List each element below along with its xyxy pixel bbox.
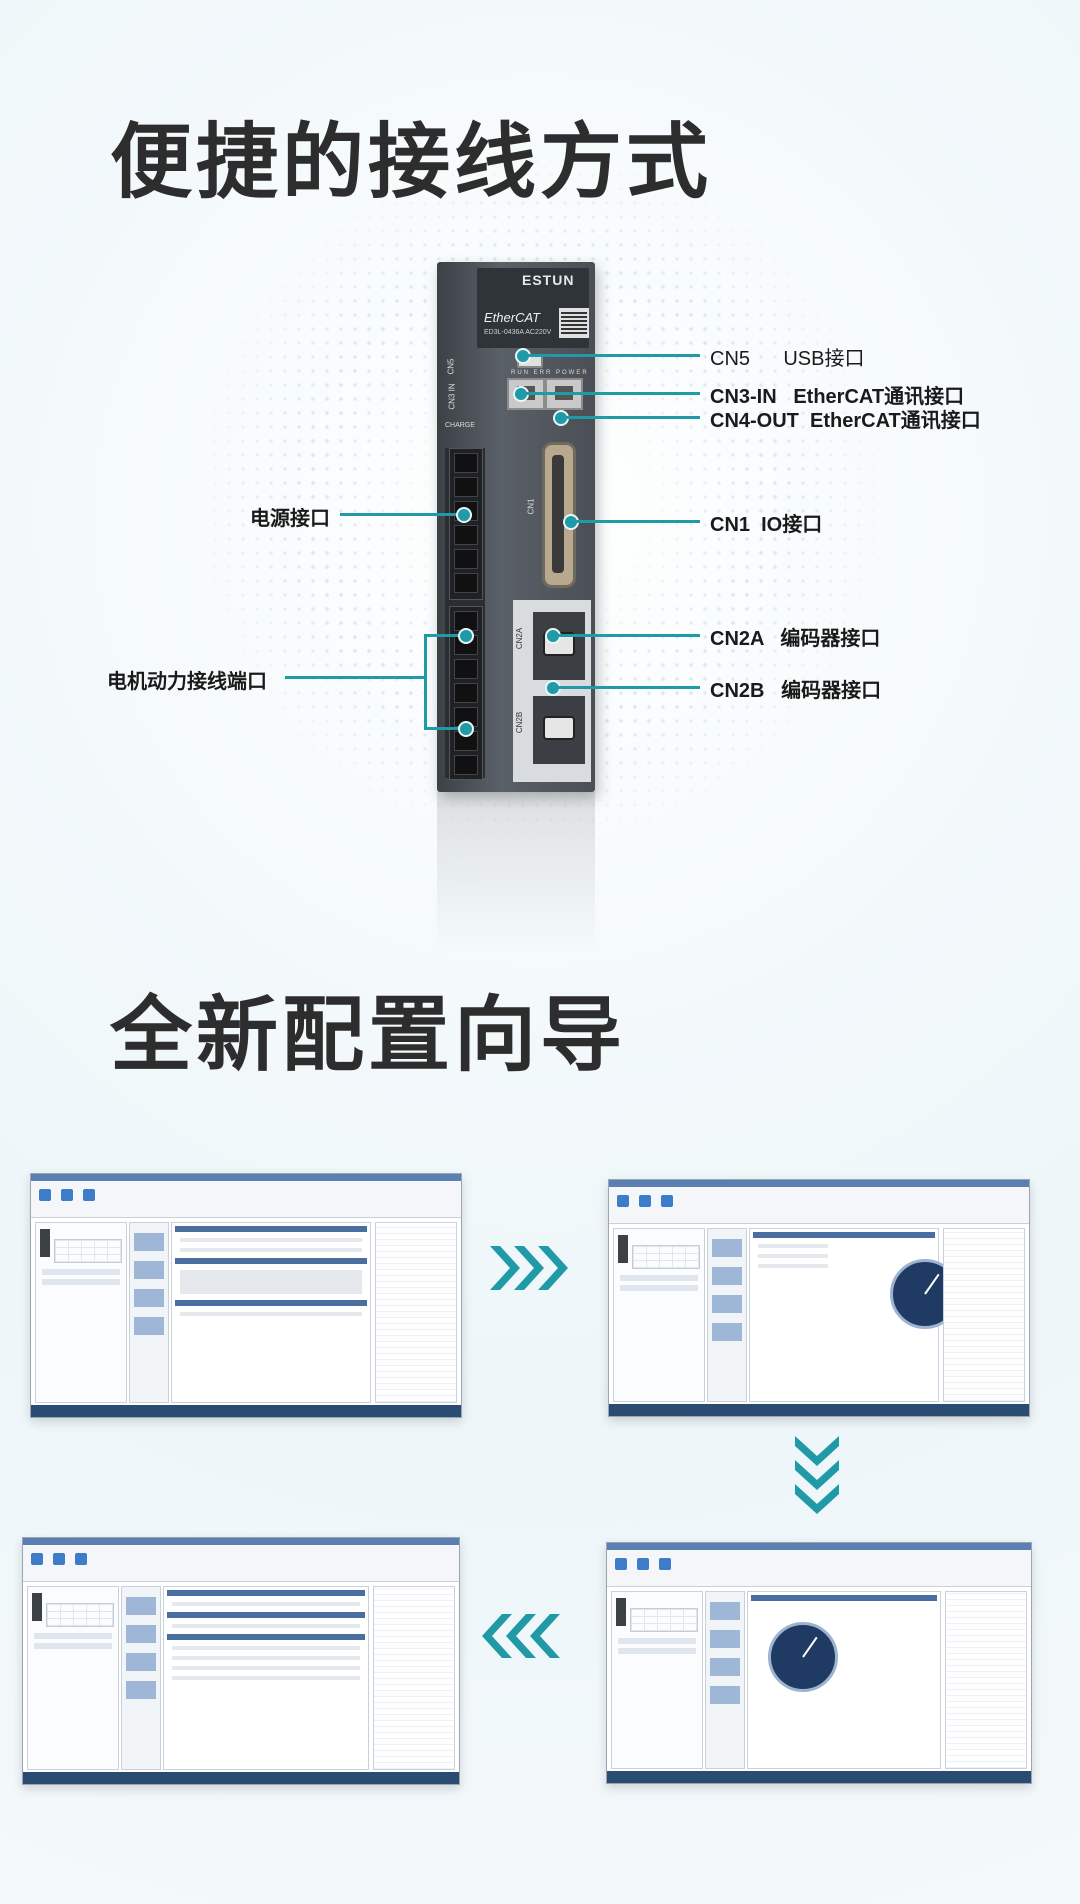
callout-line-motor	[285, 676, 425, 679]
triple-chevron-down-icon	[795, 1436, 839, 1514]
triple-chevron-right-icon	[490, 1246, 568, 1290]
callout-line-cn4	[565, 416, 700, 419]
drive-reflection	[437, 792, 595, 952]
cn3-mark: CN3 IN	[447, 383, 457, 410]
callout-dot-motor-top	[458, 628, 474, 644]
callout-line-motor-top	[424, 634, 464, 637]
callout-label-cn1: CN1 IO接口	[710, 514, 823, 536]
section-title-wizard: 全新配置向导	[110, 988, 627, 1083]
cn2b-mark: CN2B	[515, 711, 525, 734]
callout-label-power: 电源接口	[250, 508, 330, 530]
brand-logo: ESTUN	[522, 272, 575, 288]
cn2a-mark: CN2A	[515, 627, 525, 650]
status-leds-label: RUN ERR POWER	[511, 370, 589, 376]
callout-line-power	[340, 513, 460, 516]
callout-label-cn3: CN3-IN EtherCAT通讯接口	[710, 386, 965, 408]
callout-dot-motor-bottom	[458, 721, 474, 737]
model-label: ED3L-0436A AC220V	[484, 329, 552, 336]
triple-chevron-left-icon	[482, 1614, 560, 1658]
cn2b-port	[543, 716, 575, 740]
cn2b-housing	[533, 696, 585, 764]
wizard-screenshot-1	[30, 1173, 462, 1418]
callout-label-cn2b: CN2B 编码器接口	[710, 680, 882, 702]
ethercat-logo: EtherCAT	[484, 310, 541, 325]
callout-label-motor: 电机动力接线端口	[107, 671, 267, 693]
callout-line-cn1	[575, 520, 700, 523]
callout-label-cn5: CN5 USB接口	[710, 348, 865, 370]
cn2a-housing	[533, 612, 585, 680]
callout-line-cn2b	[557, 686, 700, 689]
callout-line-cn5	[527, 354, 700, 357]
callout-bracket-motor	[424, 634, 427, 728]
wizard-screenshot-4	[22, 1537, 460, 1785]
power-terminal-block	[449, 448, 483, 600]
callout-label-cn2a: CN2A 编码器接口	[710, 628, 881, 650]
position-dial	[768, 1622, 838, 1692]
callout-dot-power	[456, 507, 472, 523]
cn5-mark: CN5	[446, 358, 456, 375]
wizard-screenshot-2	[608, 1179, 1030, 1417]
wizard-screenshot-3	[606, 1542, 1032, 1784]
qr-code-icon	[559, 308, 589, 338]
callout-label-cn4: CN4-OUT EtherCAT通讯接口	[710, 410, 981, 432]
charge-mark: CHARGE	[445, 422, 475, 429]
callout-line-cn3	[525, 392, 700, 395]
section-title-wiring: 便捷的接线方式	[110, 115, 713, 210]
cn1-mark: CN1	[526, 498, 536, 515]
callout-line-cn2a	[557, 634, 700, 637]
callout-line-motor-bottom	[424, 727, 464, 730]
